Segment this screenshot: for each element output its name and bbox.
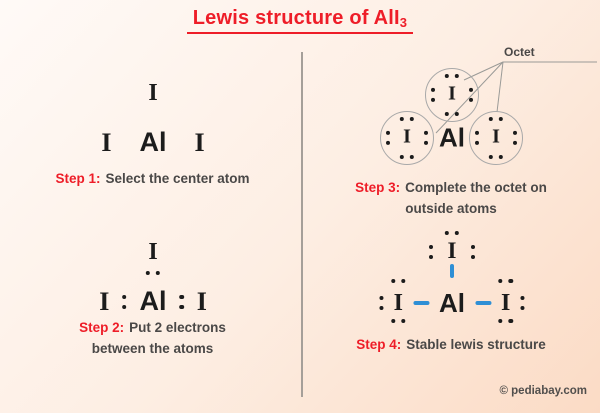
step2-caption-text2: between the atoms xyxy=(91,341,214,356)
octet-circle: I xyxy=(425,68,479,122)
lone-pair xyxy=(444,74,460,79)
step1-label: Step 1: xyxy=(55,171,101,186)
watermark: © pediabay.com xyxy=(499,385,587,397)
octet-circle: I xyxy=(380,111,434,165)
vertical-divider xyxy=(301,52,303,397)
step1-caption-text: Select the center atom xyxy=(105,171,250,186)
aluminum-atom: Al xyxy=(139,286,167,317)
lone-pair xyxy=(468,87,473,103)
bonding-pair xyxy=(444,111,460,116)
iodine-atom: I xyxy=(393,289,403,316)
iodine-atom: I xyxy=(492,125,500,148)
step3-caption-text: Complete the octet on xyxy=(405,180,547,195)
lone-pair xyxy=(488,154,504,159)
bonding-pair xyxy=(423,130,428,146)
single-bond-vertical xyxy=(450,264,454,278)
step4-caption-text: Stable lewis structure xyxy=(406,337,546,352)
iodine-atom: I xyxy=(148,80,158,106)
step2-caption-text: Put 2 electrons xyxy=(129,320,226,335)
lone-pair xyxy=(386,130,391,146)
lone-pair xyxy=(391,319,406,324)
lone-pair xyxy=(429,245,434,260)
iodine-atom: I xyxy=(501,289,511,316)
step3-label: Step 3: xyxy=(355,180,401,195)
bonding-pair xyxy=(475,130,480,146)
iodine-atom-group: I xyxy=(498,278,513,324)
iodine-atom: I xyxy=(148,239,158,265)
lone-pair xyxy=(391,278,406,283)
step1-diagram: I Al I xyxy=(101,127,205,158)
lone-pair xyxy=(399,154,415,159)
iodine-atom: I xyxy=(101,127,112,157)
octet-circle: I xyxy=(469,111,523,165)
lone-pair xyxy=(431,87,436,103)
step2-diagram: I Al I xyxy=(99,286,207,317)
single-bond-horizontal xyxy=(475,301,491,305)
step2-caption: Step 2: Put 2 electrons between the atoms xyxy=(10,317,295,359)
lone-pair xyxy=(399,117,415,122)
step1-caption: Step 1: Select the center atom xyxy=(10,168,295,189)
iodine-atom-group: I xyxy=(391,278,406,324)
iodine-atom: I xyxy=(447,238,457,263)
iodine-atom: I xyxy=(403,125,411,148)
step4-label: Step 4: xyxy=(356,337,402,352)
bonding-pair xyxy=(145,271,161,276)
lone-pair xyxy=(520,295,525,311)
bonding-pair xyxy=(179,294,184,310)
lone-pair xyxy=(379,295,384,311)
iodine-atom: I xyxy=(194,127,205,157)
title-subscript: 3 xyxy=(399,15,408,30)
step3-caption-text2: outside atoms xyxy=(405,201,497,216)
step4-top-iodine-group: I xyxy=(428,230,476,274)
step3-caption: Step 3: Complete the octet on outside ato… xyxy=(305,177,597,219)
aluminum-atom: Al xyxy=(139,127,167,157)
iodine-atom: I xyxy=(99,286,110,316)
lone-pair xyxy=(512,130,517,146)
iodine-atom: I xyxy=(196,286,207,316)
title-underline: Lewis structure of AlI3 xyxy=(186,7,414,34)
lone-pair xyxy=(488,117,504,122)
lone-pair xyxy=(498,319,513,324)
lone-pair xyxy=(470,245,475,260)
bonding-pair xyxy=(122,294,127,310)
octet-label: Octet xyxy=(504,45,535,59)
step4-diagram: I Al I xyxy=(379,278,525,324)
lone-pair xyxy=(498,278,513,283)
lone-pair xyxy=(444,231,460,236)
iodine-atom: I xyxy=(448,82,456,105)
aluminum-atom: Al xyxy=(439,287,465,318)
page-title: Lewis structure of AlI3 xyxy=(0,7,600,34)
step4-caption: Step 4: Stable lewis structure xyxy=(305,334,597,355)
step2-label: Step 2: xyxy=(79,320,125,335)
title-text: Lewis structure of AlI xyxy=(192,7,400,29)
single-bond-horizontal xyxy=(413,301,429,305)
aluminum-atom: Al xyxy=(439,122,465,153)
